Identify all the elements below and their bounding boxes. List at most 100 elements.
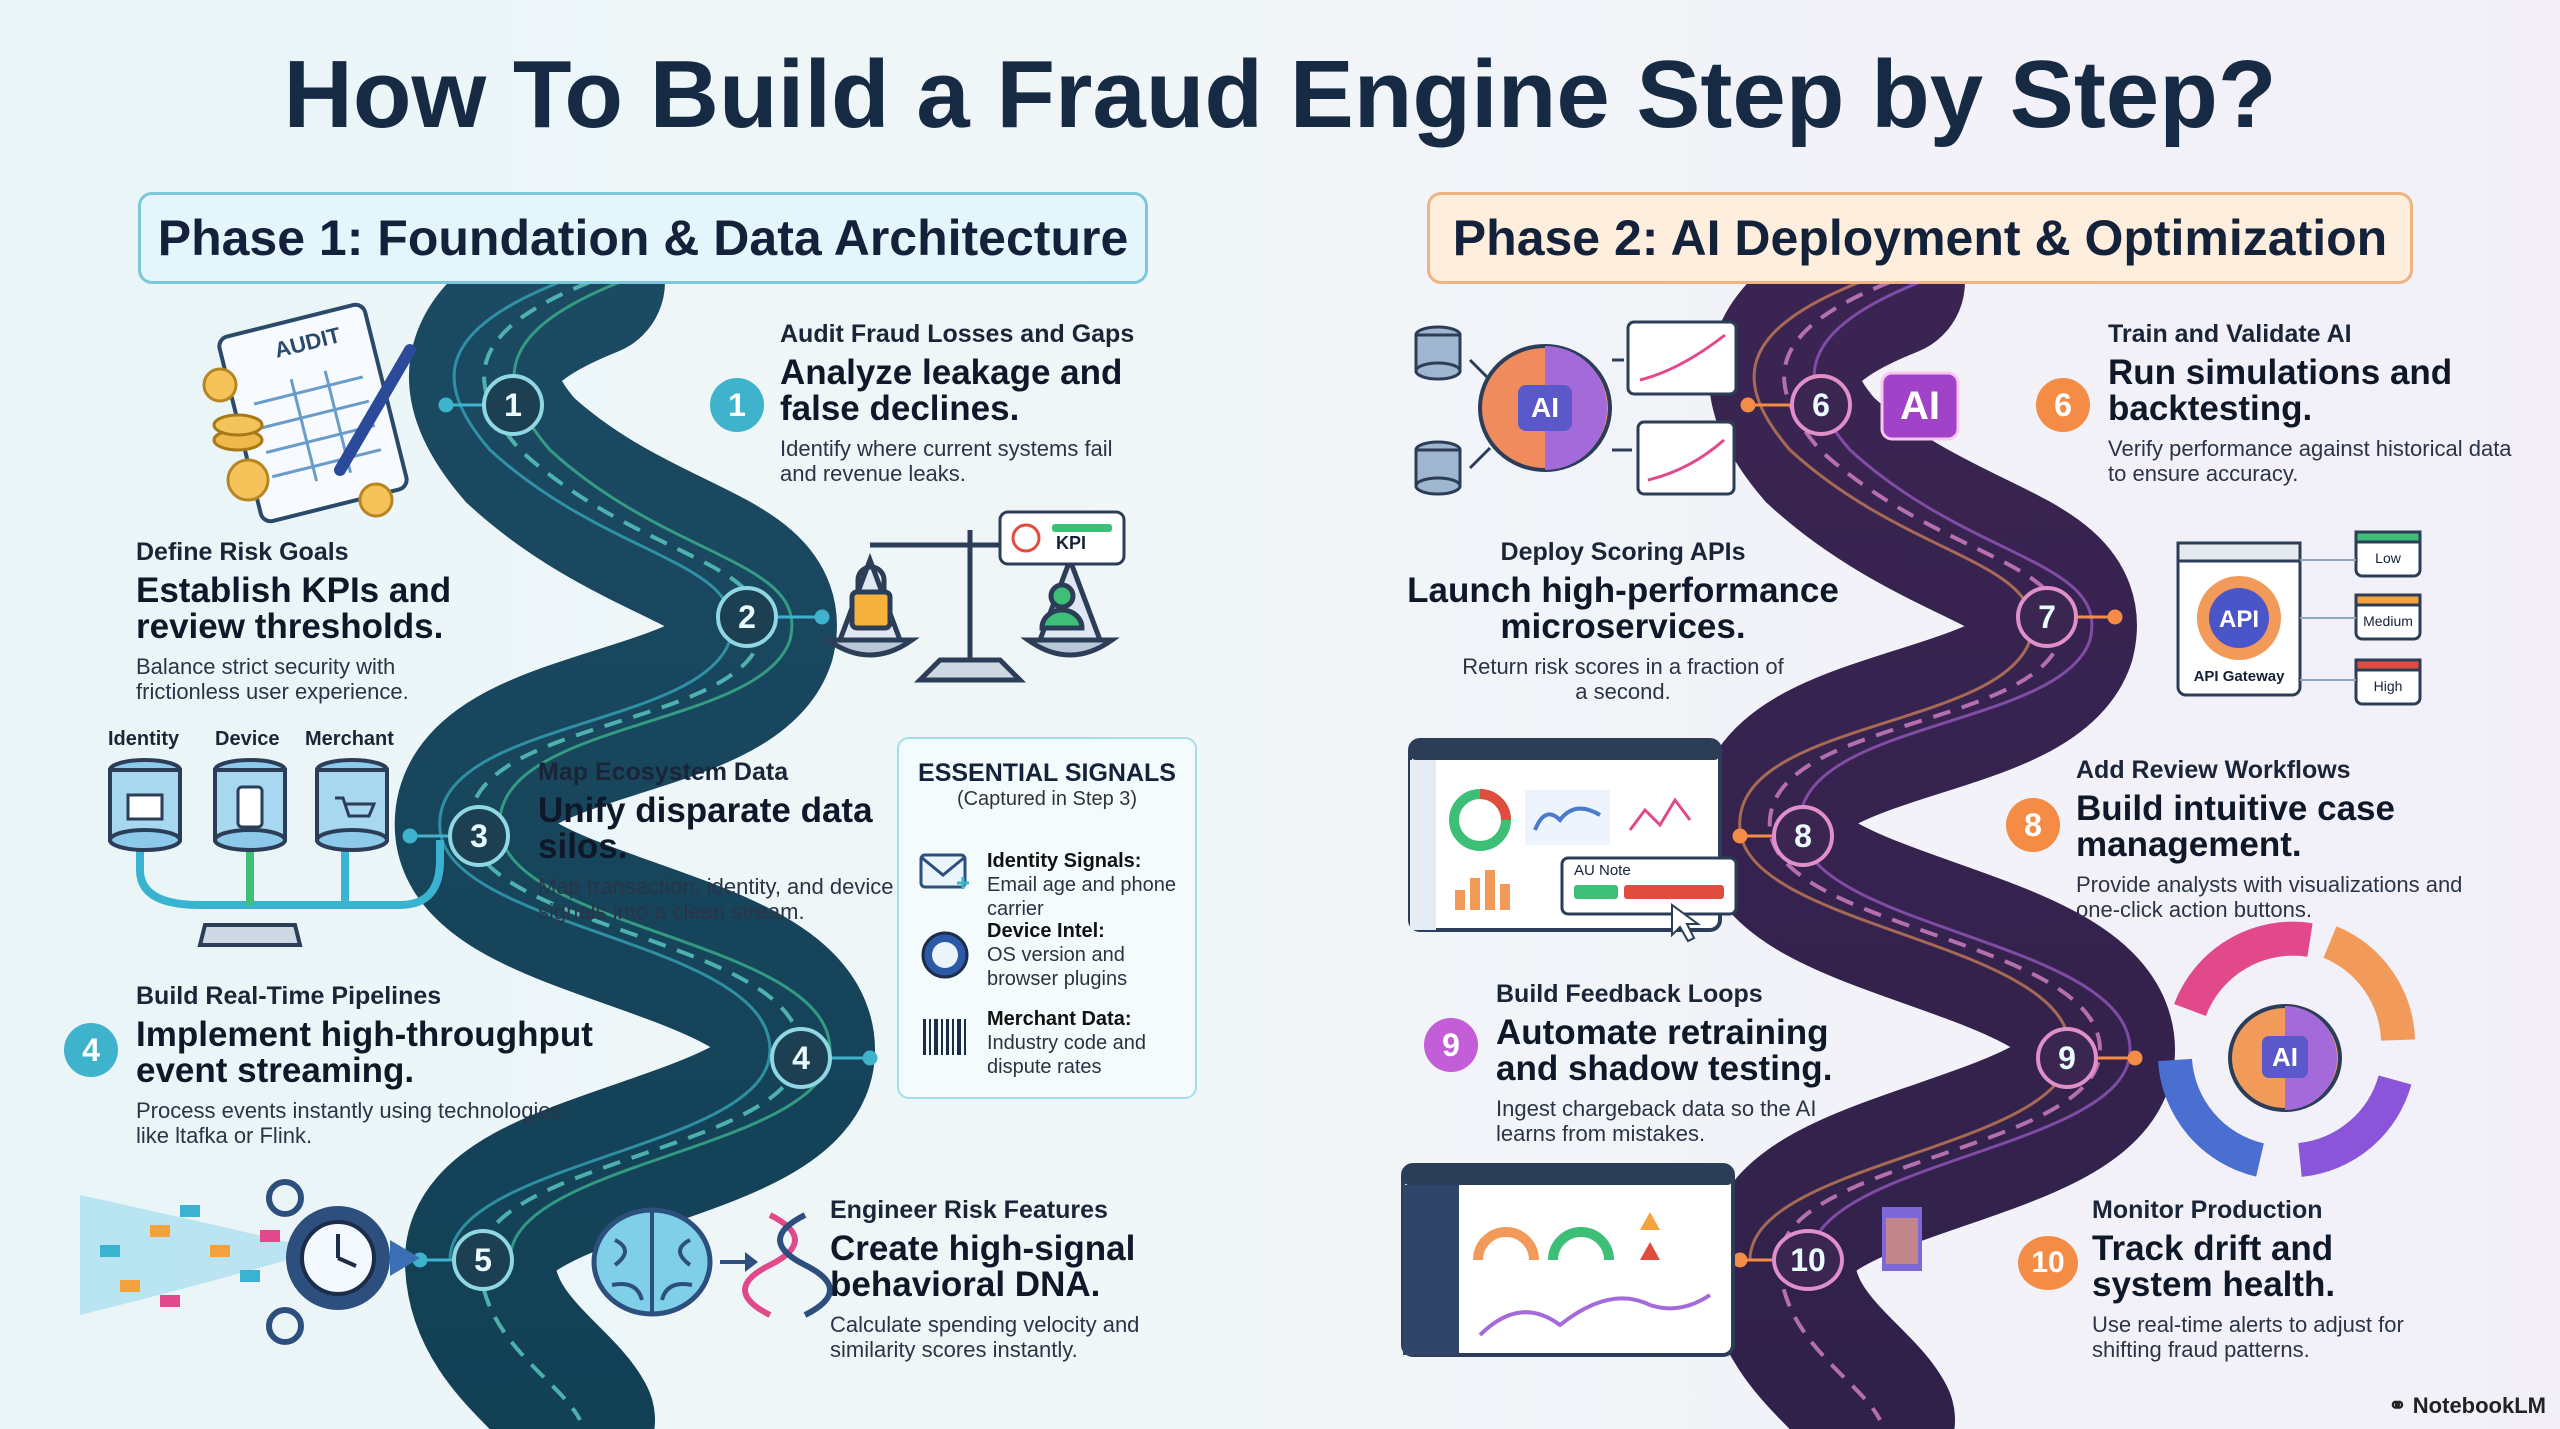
- step-5-heading: Create high-signal behavioral DNA.: [830, 1229, 1136, 1304]
- scales-illustration: [820, 510, 1126, 683]
- barcode-icon: [923, 1019, 966, 1055]
- road-node-7: 7: [2016, 586, 2078, 648]
- step-2: Define Risk Goals Establish KPIs and rev…: [136, 538, 466, 704]
- step-4-kicker: Build Real-Time Pipelines: [136, 982, 442, 1010]
- step-9-desc: Ingest chargeback data so the AI learns …: [1496, 1096, 1817, 1146]
- signal-merchant-label: Merchant Data:: [987, 1008, 1132, 1030]
- step-10: Monitor Production Track drift and syste…: [2092, 1196, 2452, 1362]
- device-gear-icon: [921, 931, 969, 979]
- step-6-desc: Verify performance against historical da…: [2108, 436, 2512, 486]
- brain-dna-illustration: [591, 1207, 833, 1318]
- step-badge-4: 4: [64, 1023, 118, 1077]
- road-node-6: 6: [1790, 374, 1852, 436]
- step-6-heading: Run simulations and backtesting.: [2108, 353, 2453, 428]
- step-1-desc: Identify where current systems fail and …: [780, 436, 1113, 486]
- step-badge-8: 8: [2006, 798, 2060, 852]
- brand-text: NotebookLM: [2412, 1393, 2546, 1418]
- step-2-heading: Establish KPIs and review thresholds.: [136, 571, 452, 646]
- step-7-kicker: Deploy Scoring APIs: [1500, 538, 1746, 566]
- level-low: Low: [2375, 550, 2401, 566]
- api-gateway-label: API Gateway: [2193, 668, 2285, 685]
- step-badge-6: 6: [2036, 378, 2090, 432]
- api-label: API: [2218, 606, 2259, 633]
- road-node-4: 4: [770, 1027, 832, 1089]
- step-3-desc: Map transaction, identity, and device si…: [538, 874, 894, 924]
- step-5: Engineer Risk Features Create high-signa…: [830, 1196, 1170, 1362]
- silo-label-merchant: Merchant: [305, 728, 394, 750]
- road-node-1: 1: [482, 374, 544, 436]
- step-4-heading: Implement high-throughput event streamin…: [136, 1015, 593, 1090]
- road-node-2: 2: [716, 586, 778, 648]
- signal-merchant: Merchant Data: Industry code and dispute…: [987, 1007, 1195, 1079]
- brand-label: ⚭ NotebookLM: [2388, 1393, 2546, 1419]
- step-6-kicker: Train and Validate AI: [2108, 320, 2352, 348]
- step-3-kicker: Map Ecosystem Data: [538, 758, 789, 786]
- step-5-desc: Calculate spending velocity and similari…: [830, 1312, 1140, 1362]
- step-10-desc: Use real-time alerts to adjust for shift…: [2092, 1312, 2404, 1362]
- signals-title: ESSENTIAL SIGNALS: [918, 759, 1176, 787]
- step-1-kicker: Audit Fraud Losses and Gaps: [780, 320, 1135, 348]
- api-gateway-illustration: [2176, 530, 2422, 706]
- kpi-label: KPI: [1056, 533, 1087, 553]
- step-8-desc: Provide analysts with visualizations and…: [2076, 872, 2463, 922]
- notebook-icon: ⚭: [2388, 1393, 2413, 1418]
- ai-brain-label: AI: [1531, 392, 1559, 423]
- email-icon: [919, 853, 969, 889]
- road-node-9: 9: [2036, 1027, 2098, 1089]
- step-8: Add Review Workflows Build intuitive cas…: [2076, 756, 2476, 922]
- step-7-heading: Launch high-performance microservices.: [1407, 571, 1839, 646]
- step-9: Build Feedback Loops Automate retraining…: [1496, 980, 1856, 1146]
- step-3-heading: Unify disparate data silos.: [538, 791, 873, 866]
- monitoring-illustration: [1401, 1163, 1922, 1357]
- step-4: Build Real-Time Pipelines Implement high…: [136, 982, 596, 1148]
- step-4-desc: Process events instantly using technolog…: [136, 1098, 562, 1148]
- signals-subtitle: (Captured in Step 3): [956, 788, 1138, 810]
- step-7-desc: Return risk scores in a fraction of a se…: [1462, 654, 1784, 704]
- ai-brain-illustration: [1414, 320, 1738, 496]
- feedback-ai-label: AI: [2272, 1042, 2298, 1072]
- phase1-road-glow: [467, 280, 803, 1421]
- step-badge-9: 9: [1424, 1018, 1478, 1072]
- step-9-heading: Automate retraining and shadow testing.: [1496, 1013, 1833, 1088]
- audit-illustration: [202, 302, 416, 524]
- phase2-header: Phase 2: AI Deployment & Optimization: [1427, 192, 2413, 284]
- road-node-5: 5: [452, 1229, 514, 1291]
- step-badge-1: 1: [710, 378, 764, 432]
- stream-illustration: [80, 1179, 420, 1345]
- step-2-kicker: Define Risk Goals: [136, 538, 349, 566]
- step-7: Deploy Scoring APIs Launch high-performa…: [1398, 538, 1848, 704]
- essential-signals-panel: ESSENTIAL SIGNALS (Captured in Step 3) I…: [897, 737, 1197, 1099]
- step-10-kicker: Monitor Production: [2092, 1196, 2323, 1224]
- step-10-heading: Track drift and system health.: [2092, 1229, 2336, 1304]
- step-8-heading: Build intuitive case management.: [2076, 789, 2395, 864]
- silo-label-identity: Identity: [108, 728, 180, 750]
- feedback-loop-illustration: [2158, 921, 2415, 1177]
- signal-identity: Identity Signals: Email age and phone ca…: [987, 849, 1195, 921]
- ai-chip: [1880, 371, 1960, 441]
- signal-device-label: Device Intel:: [987, 920, 1105, 942]
- signal-device-text: OS version and browser plugins: [987, 944, 1128, 990]
- signal-identity-text: Email age and phone carrier: [987, 874, 1177, 920]
- silos-illustration: [108, 758, 444, 947]
- step-1-heading: Analyze leakage and false declines.: [780, 353, 1123, 428]
- step-2-desc: Balance strict security with frictionles…: [136, 654, 409, 704]
- silo-label-device: Device: [215, 728, 280, 750]
- road-node-3: 3: [448, 805, 510, 867]
- step-1: Audit Fraud Losses and Gaps Analyze leak…: [780, 320, 1140, 486]
- step-6: Train and Validate AI Run simulations an…: [2108, 320, 2528, 486]
- level-high: High: [2373, 678, 2403, 694]
- level-medium: Medium: [2363, 613, 2413, 629]
- signal-device: Device Intel: OS version and browser plu…: [987, 919, 1195, 991]
- dashboard-illustration: [1408, 738, 1738, 943]
- step-5-kicker: Engineer Risk Features: [830, 1196, 1108, 1224]
- phase1-header: Phase 1: Foundation & Data Architecture: [138, 192, 1148, 284]
- phase2-road-glow: [1767, 280, 2103, 1421]
- signal-identity-label: Identity Signals:: [987, 850, 1142, 872]
- road-node-8: 8: [1772, 805, 1834, 867]
- step-9-kicker: Build Feedback Loops: [1496, 980, 1763, 1008]
- step-8-kicker: Add Review Workflows: [2076, 756, 2351, 784]
- step-badge-10: 10: [2018, 1236, 2078, 1290]
- signal-merchant-text: Industry code and dispute rates: [987, 1032, 1146, 1078]
- ai-chip-label: AI: [1900, 384, 1940, 428]
